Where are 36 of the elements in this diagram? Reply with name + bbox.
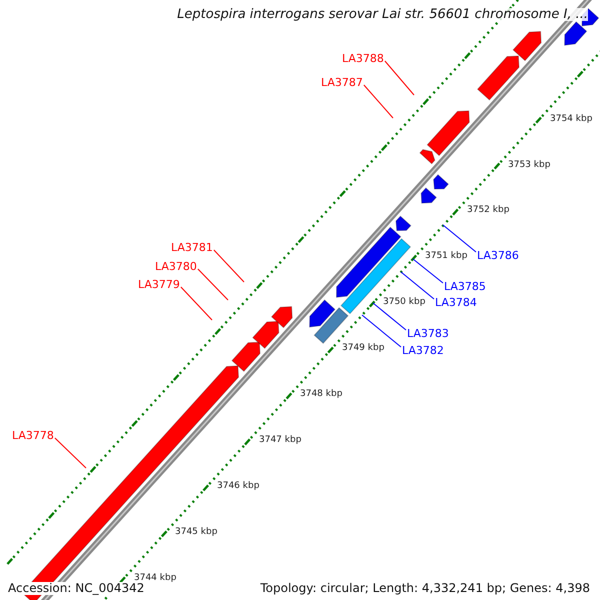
leader-line (372, 302, 406, 330)
leader-line (213, 250, 244, 282)
footer-text: Topology: circular; Length: 4,332,241 bp; Genes: 4,398 (260, 582, 590, 595)
gene-label: LA3778 (12, 429, 54, 442)
leader-line (197, 268, 228, 300)
gene-label: LA3783 (407, 327, 449, 340)
scale-label: 3751 kbp (425, 251, 468, 261)
scale-label: 3749 kbp (342, 343, 384, 353)
leader-line (400, 272, 434, 300)
scale-label: 3745 kbp (175, 527, 218, 537)
gene-label: LA3788 (342, 52, 384, 65)
leader-line (180, 286, 212, 320)
leader-line (362, 314, 402, 348)
map-title: Leptospira interrogans serovar Lai str. 56601 chromosome I, ... (177, 8, 588, 21)
gene-label: LA3781 (171, 241, 213, 254)
gene-label: LA3787 (321, 76, 363, 89)
gene-label: LA3780 (155, 260, 197, 273)
gene-label: LA3785 (444, 280, 486, 293)
gene-label: LA3779 (138, 278, 180, 291)
leader-line (442, 224, 476, 252)
scale-label: 3754 kbp (550, 114, 592, 124)
gene-label: LA3782 (402, 344, 444, 357)
scale-label: 3744 kbp (134, 573, 176, 583)
gene-label: LA3784 (435, 296, 477, 309)
gene-label: LA3786 (477, 249, 519, 262)
scale-label: 3750 kbp (383, 297, 426, 307)
scale-label: 3752 kbp (467, 205, 510, 215)
leader-line (412, 258, 444, 284)
scale-label: 3747 kbp (259, 435, 302, 445)
leader-line (384, 60, 414, 96)
scale-label: 3748 kbp (300, 389, 342, 399)
footer-text: Accession: NC_004342 (8, 582, 144, 595)
scale-label: 3746 kbp (217, 481, 260, 491)
scale-label: 3753 kbp (508, 160, 550, 170)
leader-line (363, 84, 394, 118)
leader-line (54, 438, 86, 468)
